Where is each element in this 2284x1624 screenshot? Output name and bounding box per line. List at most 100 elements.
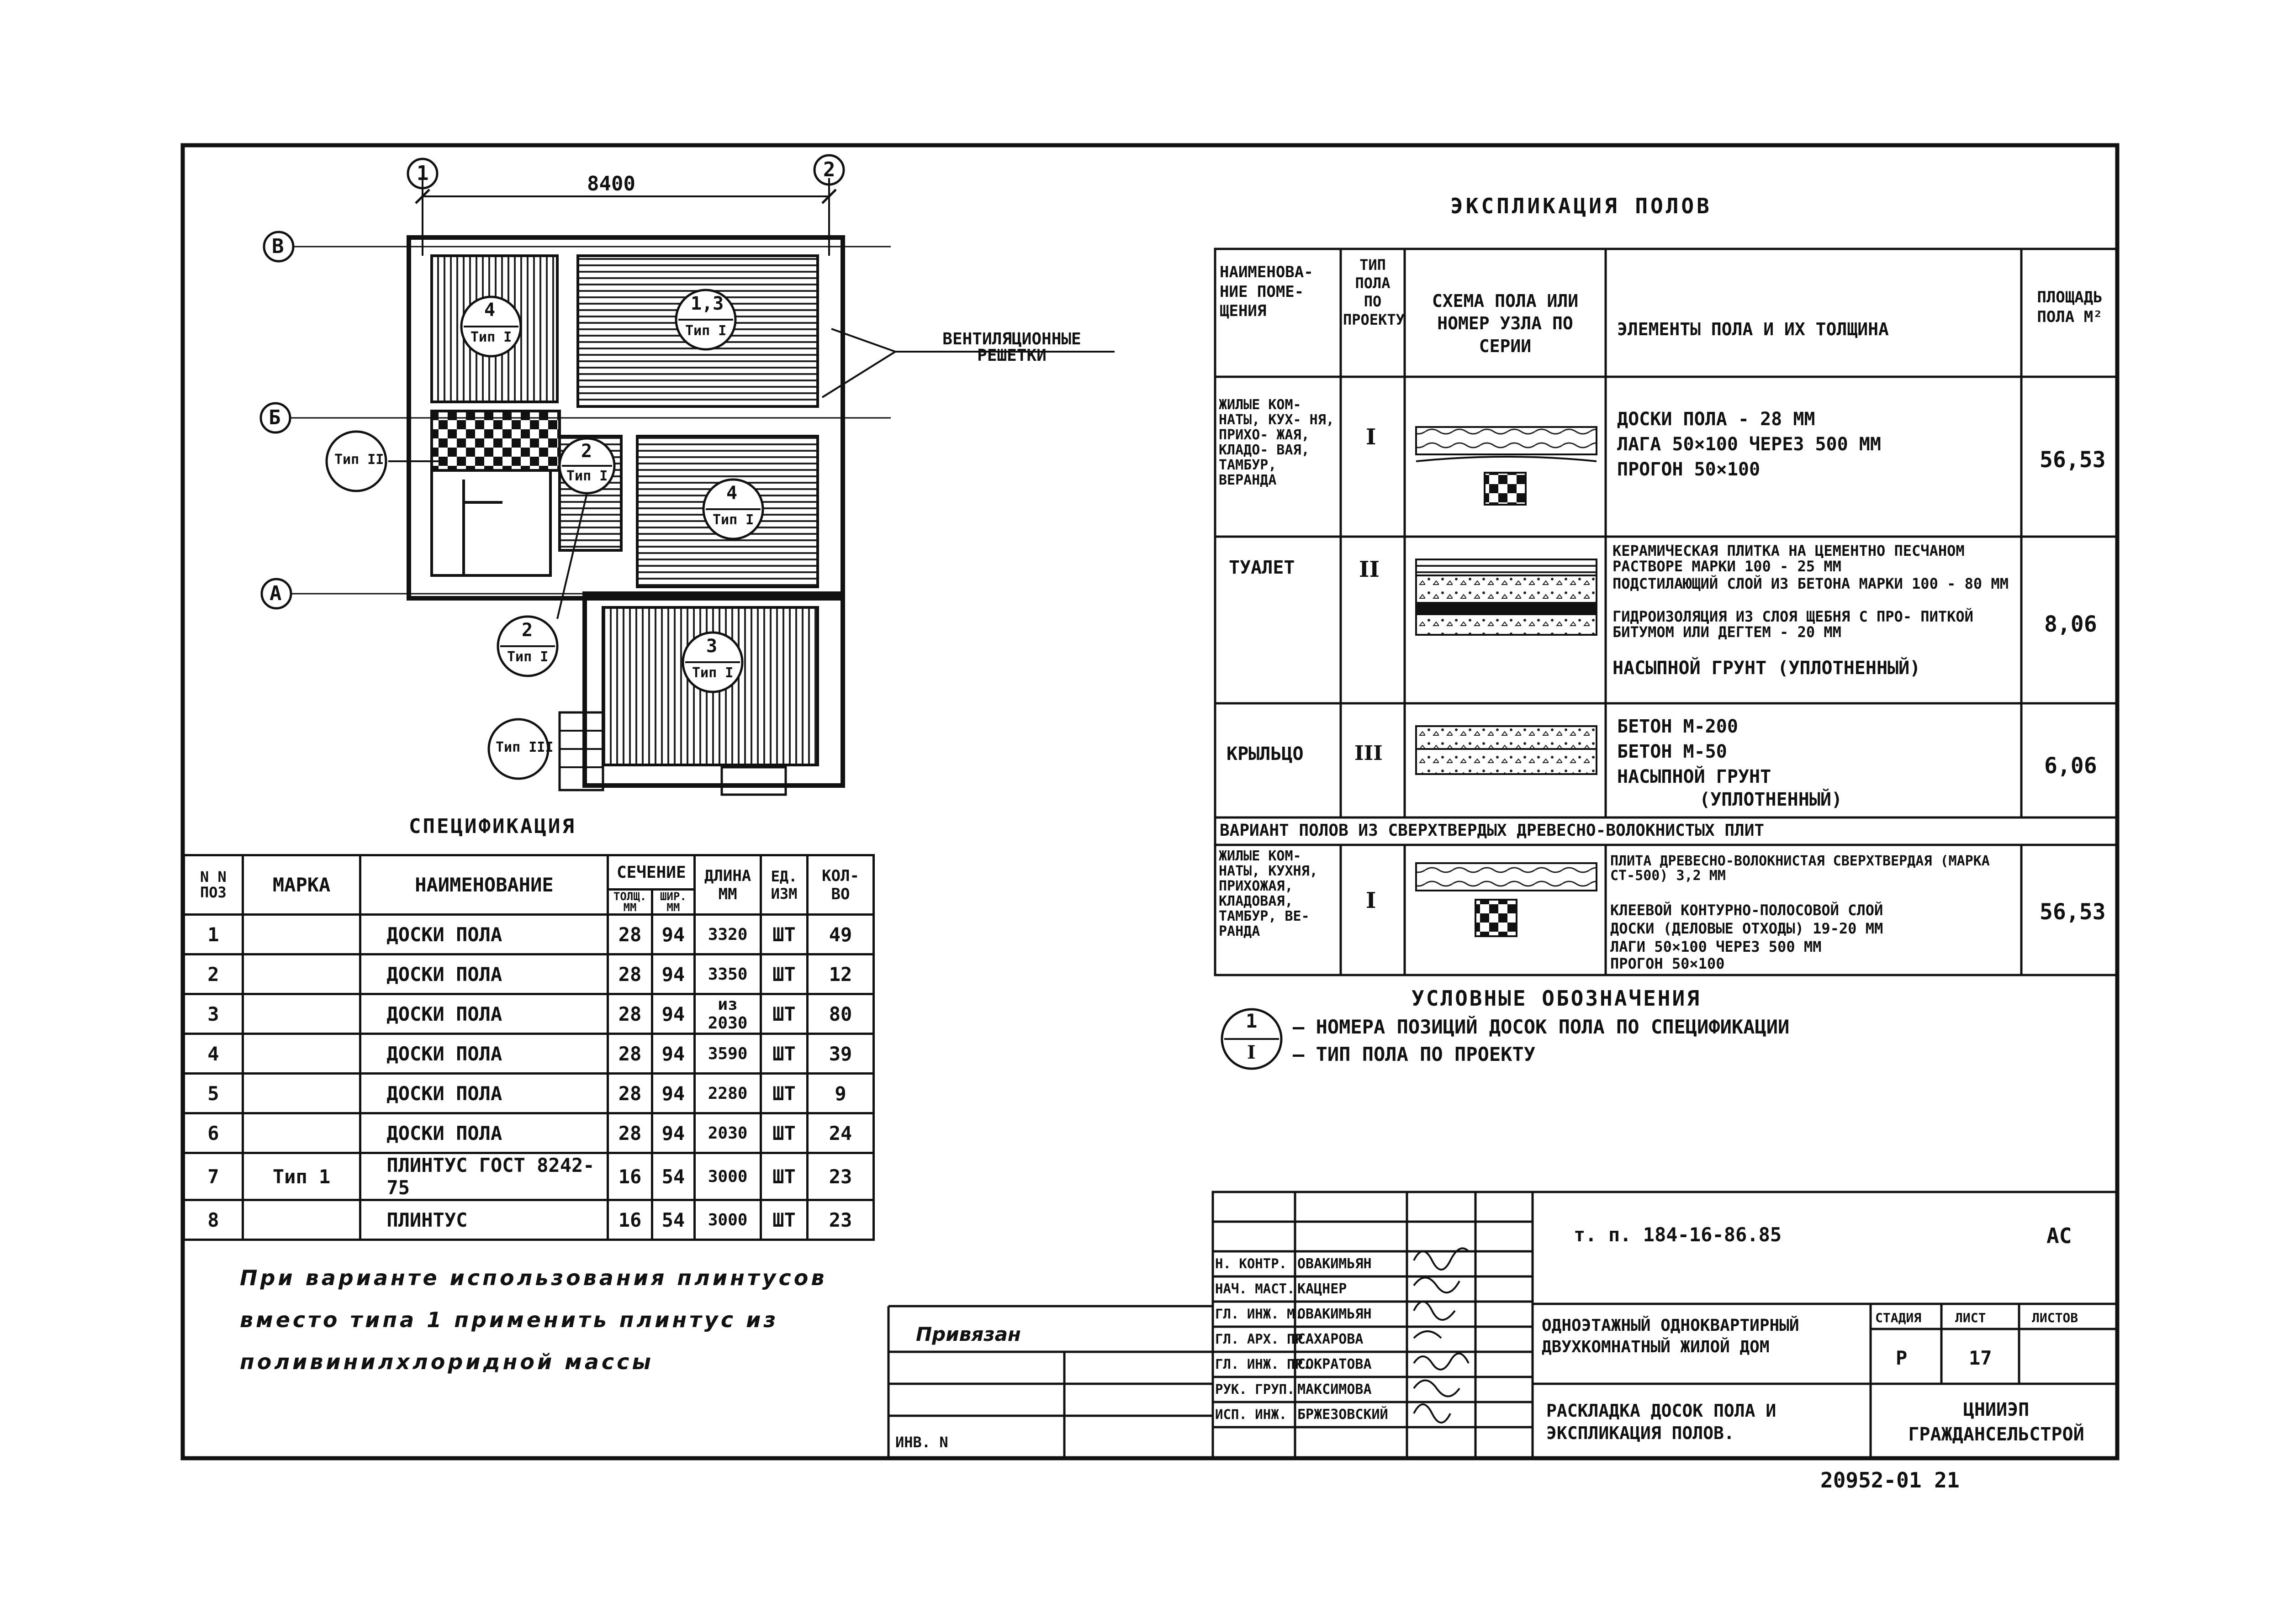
expl-r3-area: 6,06 xyxy=(2044,753,2097,779)
spec-qty: 24 xyxy=(806,1112,875,1154)
spec-mark xyxy=(241,1033,362,1075)
expl-r3-el3: НАСЫПНОЙ ГРУНТ xyxy=(1617,766,1771,787)
stamp-sheet-h: ЛИСТ xyxy=(1955,1310,1986,1325)
expl-r3-el4: (УПЛОТНЕННЫЙ) xyxy=(1699,789,1843,810)
axis-2-label: 2 xyxy=(823,158,835,181)
spec-pos: 2 xyxy=(183,953,244,995)
legend-line1: — НОМЕРА ПОЗИЦИЙ ДОСОК ПОЛА ПО СПЕЦИФИКА… xyxy=(1293,1016,1790,1038)
floor-section-sketch-4 xyxy=(1415,862,1597,937)
stamp-role: РУК. ГРУП. xyxy=(1215,1381,1295,1397)
spec-thick: 16 xyxy=(607,1152,653,1201)
spec-h-name: НАИМЕНОВАНИЕ xyxy=(359,854,609,916)
spec-unit: ШТ xyxy=(760,913,809,955)
spec-mark xyxy=(241,1072,362,1114)
stamp-archive: 20952-01 21 xyxy=(1820,1468,1960,1492)
expl-v-area: 56,53 xyxy=(2040,899,2106,925)
spec-name: ДОСКИ ПОЛА xyxy=(359,953,609,995)
room-1-type: Тип I xyxy=(471,329,512,345)
spec-thick: 28 xyxy=(607,953,653,995)
expl-v-el3: ДОСКИ (ДЕЛОВЫЕ ОТХОДЫ) 19-20 ММ xyxy=(1610,920,1883,937)
spec-width: 94 xyxy=(650,913,696,955)
stamp-person-name: САХАРОВА xyxy=(1297,1331,1364,1347)
spec-unit: ШТ xyxy=(760,953,809,995)
expl-r1-el3: ПРОГОН 50×100 xyxy=(1617,459,1761,480)
axis-b-label: Б xyxy=(269,406,281,429)
spec-length: 3350 xyxy=(693,953,762,995)
spec-mark xyxy=(241,1199,362,1241)
legend-type: I xyxy=(1247,1042,1256,1063)
expl-r3-el2: БЕТОН М-50 xyxy=(1617,741,1727,762)
explication-table xyxy=(1214,248,2119,976)
stamp-section: АС xyxy=(2046,1223,2072,1248)
spec-qty: 12 xyxy=(806,953,875,995)
expl-r1-room: ЖИЛЫЕ КОМ- НАТЫ, КУХ- НЯ, ПРИХО- ЖАЯ, КЛ… xyxy=(1219,397,1334,488)
stamp-person-name: КАЦНЕР xyxy=(1297,1281,1347,1297)
spec-h-unit: ЕД. ИЗМ xyxy=(760,854,809,916)
stamp-role: НАЧ. МАСТ. xyxy=(1215,1281,1295,1297)
spec-width: 94 xyxy=(650,993,696,1035)
axis-a-label: А xyxy=(270,582,282,605)
spec-pos: 6 xyxy=(183,1112,244,1154)
spec-qty: 80 xyxy=(806,993,875,1035)
spec-thick: 28 xyxy=(607,993,653,1035)
spec-length: 3590 xyxy=(693,1033,762,1075)
spec-width: 94 xyxy=(650,1033,696,1075)
spec-qty: 9 xyxy=(806,1072,875,1114)
legend-symbol xyxy=(1221,1008,1283,1070)
floor-section-sketch-1 xyxy=(1415,426,1597,506)
room-1-num: 4 xyxy=(484,300,496,321)
spec-pos: 8 xyxy=(183,1199,244,1241)
spec-h-width: ШИР. ММ xyxy=(650,888,696,916)
spec-unit: ШТ xyxy=(760,1033,809,1075)
room-3-type: Тип I xyxy=(566,468,608,484)
expl-h-elements: ЭЛЕМЕНТЫ ПОЛА И ИХ ТОЛЩИНА xyxy=(1617,319,1889,339)
callout-tip2: Тип II xyxy=(334,452,384,468)
room-2-type: Тип I xyxy=(685,323,727,339)
spec-length: из 2030 xyxy=(693,993,762,1035)
spec-pos: 5 xyxy=(183,1072,244,1114)
spec-note-line2: вместо типа 1 применить плинтус из xyxy=(240,1308,779,1332)
spec-unit: ШТ xyxy=(760,1112,809,1154)
expl-variant-title: ВАРИАНТ ПОЛОВ ИЗ СВЕРХТВЕРДЫХ ДРЕВЕСНО-В… xyxy=(1220,821,1765,840)
spec-thick: 28 xyxy=(607,1033,653,1075)
stamp-person-name: ОВАКИМЬЯН xyxy=(1297,1306,1372,1322)
spec-mark: Тип 1 xyxy=(241,1152,362,1201)
callout-room2-num: 2 xyxy=(522,620,533,641)
spec-name: ПЛИНТУС ГОСТ 8242-75 xyxy=(359,1152,609,1201)
stamp-person-name: ОВАКИМЬЯН xyxy=(1297,1256,1372,1272)
spec-h-pos: N N ПОЗ xyxy=(183,854,244,916)
room-5-num: 3 xyxy=(706,636,718,657)
spec-length: 3320 xyxy=(693,913,762,955)
spec-thick: 28 xyxy=(607,1072,653,1114)
expl-v-room: ЖИЛЫЕ КОМ- НАТЫ, КУХНЯ, ПРИХОЖАЯ, КЛАДОВ… xyxy=(1219,848,1318,939)
stamp-role: ИСП. ИНЖ. xyxy=(1215,1407,1287,1422)
spec-width: 94 xyxy=(650,953,696,995)
spec-name: ДОСКИ ПОЛА xyxy=(359,993,609,1035)
expl-r3-type: III xyxy=(1354,742,1383,765)
expl-r2-el3: ГИДРОИЗОЛЯЦИЯ ИЗ СЛОЯ ЩЕБНЯ С ПРО- ПИТКО… xyxy=(1613,608,1973,641)
spec-mark xyxy=(241,913,362,955)
spec-title: СПЕЦИФИКАЦИЯ xyxy=(409,815,576,838)
spec-unit: ШТ xyxy=(760,1199,809,1241)
stamp-role: ГЛ. АРХ. ПР. xyxy=(1215,1331,1311,1347)
spec-name: ДОСКИ ПОЛА xyxy=(359,1072,609,1114)
expl-r2-el1: КЕРАМИЧЕСКАЯ ПЛИТКА НА ЦЕМЕНТНО ПЕСЧАНОМ… xyxy=(1613,542,1965,575)
spec-h-section: СЕЧЕНИЕ xyxy=(607,854,696,891)
axis-1-marker xyxy=(407,158,439,190)
expl-v-el2: КЛЕЕВОЙ КОНТУРНО-ПОЛОСОВОЙ СЛОЙ xyxy=(1610,902,1883,919)
room-3-num: 2 xyxy=(581,441,592,462)
plan-dimension: 8400 xyxy=(587,172,635,195)
expl-r3-el1: БЕТОН М-200 xyxy=(1617,716,1738,737)
spec-length: 3000 xyxy=(693,1199,762,1241)
title-block xyxy=(887,1191,2119,1460)
spec-qty: 49 xyxy=(806,913,875,955)
room-5-type: Тип I xyxy=(692,665,734,681)
floor-plan xyxy=(259,154,1115,796)
stamp-role: ГЛ. ИНЖ. М. xyxy=(1215,1306,1303,1322)
spec-note-line1: При варианте использования плинтусов xyxy=(240,1265,827,1290)
legend-num: 1 xyxy=(1246,1010,1258,1032)
